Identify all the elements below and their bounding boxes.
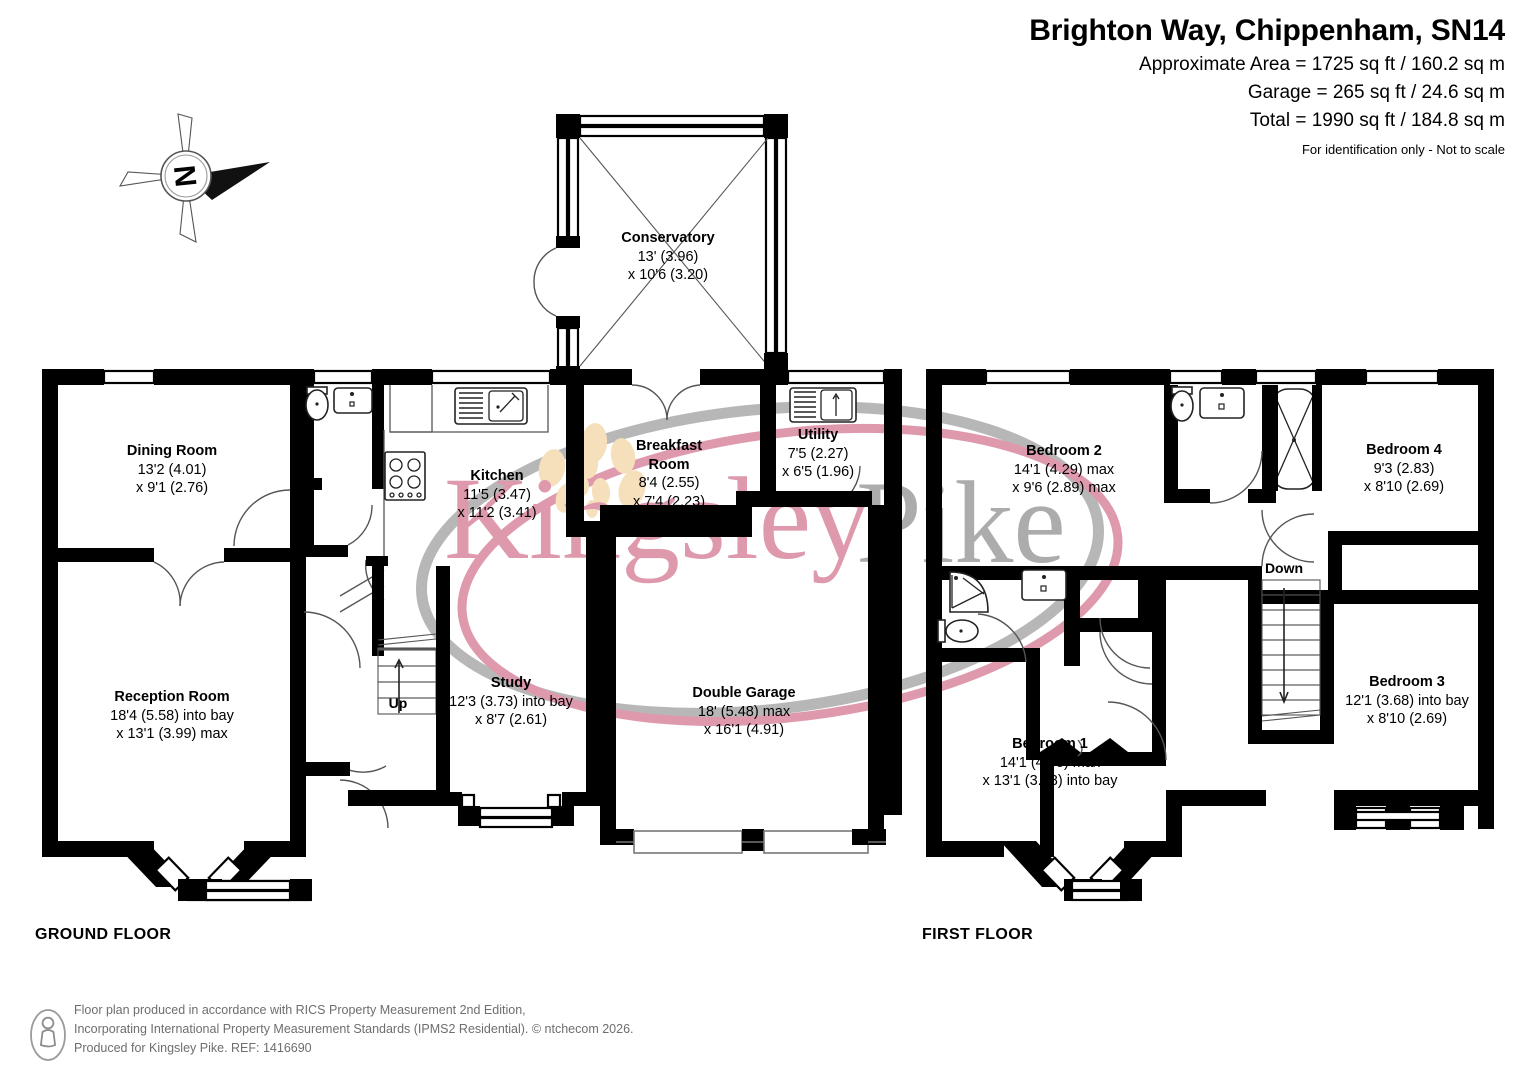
compass-north-letter: N <box>168 163 203 188</box>
room-dimension-1: 12'1 (3.68) into bay <box>1345 692 1469 709</box>
room-name: Conservatory <box>621 230 715 246</box>
double-garage <box>600 505 886 854</box>
approx-area-text: Approximate Area = 1725 sq ft / 160.2 sq… <box>1139 54 1505 75</box>
room-dimension-1: 13'2 (4.01) <box>137 461 207 478</box>
garage-area-text: Garage = 265 sq ft / 24.6 sq m <box>1247 82 1505 103</box>
room-dimension-1: 12'3 (3.73) into bay <box>449 693 573 710</box>
first-floor-caption: FIRST FLOOR <box>922 926 1034 943</box>
watermark-ring-grey <box>415 401 1105 719</box>
footer-line-1: Floor plan produced in accordance with R… <box>74 1003 526 1017</box>
ground-floor-caption: GROUND FLOOR <box>35 926 172 943</box>
room-label-utility: Utility 7'5 (2.27) x 6'5 (1.96) <box>782 426 854 482</box>
room-label-reception-room: Reception Room 18'4 (5.58) into bay x 13'1… <box>110 688 234 744</box>
room-dimension-2: x 10'6 (3.20) <box>627 267 709 284</box>
room-dimension-1: 9'3 (2.83) <box>1373 460 1435 477</box>
room-dimension-2: x 13'1 (3.99) max <box>116 726 228 743</box>
room-dimension-1: 11'5 (3.47) <box>463 486 531 503</box>
room-dimension-2: x 8'10 (2.69) <box>1363 479 1445 496</box>
room-dimension-1: 7'5 (2.27) <box>787 445 849 462</box>
room-dimension-2: x 9'6 (2.89) max <box>1012 480 1116 497</box>
footer-disclaimer: Floor plan produced in accordance with R… <box>74 1001 634 1057</box>
room-name: Bedroom 3 <box>1369 674 1445 690</box>
kitchen <box>339 385 549 656</box>
disclaimer-text: For identification only - Not to scale <box>1301 142 1505 157</box>
room-label-bedroom-2: Bedroom 2 14'1 (4.29) max x 9'6 (2.89) max <box>1012 442 1116 498</box>
room-label-double-garage: Double Garage 18' (5.48) max x 16'1 (4.91) <box>692 684 795 740</box>
room-name: Kitchen <box>470 468 524 484</box>
room-name: Bedroom 1 <box>1012 736 1088 752</box>
room-label-bedroom-4: Bedroom 4 9'3 (2.83) x 8'10 (2.69) <box>1364 441 1444 497</box>
room-label-dining-room: Dining Room 13'2 (4.01) x 9'1 (2.76) <box>127 442 217 498</box>
total-area-text: Total = 1990 sq ft / 184.8 sq m <box>1249 110 1505 131</box>
room-dimension-1: 13' (3.96) <box>637 248 699 265</box>
cloakroom <box>302 385 384 557</box>
room-name: Reception Room <box>114 689 230 705</box>
room-name: Dining Room <box>126 443 218 459</box>
person-badge-icon <box>30 1009 66 1061</box>
footer-line-2: Incorporating International Property Mea… <box>74 1021 634 1036</box>
room-dimension-1: 14'1 (4.29) max <box>1013 461 1115 478</box>
room-dimension-1: 14'1 (4.30) max <box>999 754 1101 771</box>
room-name: Utility <box>797 427 839 443</box>
page-title: Brighton Way, Chippenham, SN14 <box>1029 14 1505 47</box>
stair-direction-label-up: Up <box>388 695 408 711</box>
room-name: Study <box>490 675 532 691</box>
room-dimension-2: x 13'1 (3.98) into bay <box>982 773 1118 790</box>
compass-rose: N <box>118 113 270 243</box>
room-name: Bedroom 2 <box>1026 443 1102 459</box>
room-dimension-2: x 8'7 (2.61) <box>474 712 548 729</box>
room-dimension-1: 18' (5.48) max <box>697 703 791 720</box>
room-label-kitchen: Kitchen 11'5 (3.47) x 11'2 (3.41) <box>457 467 536 523</box>
room-dimension-1: 8'4 (2.55) <box>638 475 700 492</box>
room-dimension-2: x 11'2 (3.41) <box>457 505 537 522</box>
plan-header: Brighton Way, Chippenham, SN14 Approxima… <box>1029 14 1505 157</box>
study-stairs <box>306 537 600 829</box>
reception-bay-window <box>42 762 312 902</box>
room-dimension-2: x 7'4 (2.23) <box>632 493 706 510</box>
room-label-bedroom-1: Bedroom 1 14'1 (4.30) max x 13'1 (3.98) in… <box>983 735 1118 791</box>
room-label-bedroom-3: Bedroom 3 12'1 (3.68) into bay x 8'10 (2.6… <box>1345 673 1469 729</box>
room-name: Breakfast <box>635 438 703 454</box>
room-dimension-1: 18'4 (5.58) into bay <box>110 707 234 724</box>
room-label-conservatory: Conservatory 13' (3.96) x 10'6 (3.20) <box>621 229 714 285</box>
room-name-line2: Room <box>648 456 690 473</box>
first-floor-walls <box>926 369 1494 902</box>
room-dimension-2: x 9'1 (2.76) <box>135 480 209 497</box>
stair-direction-label-down: Down <box>1264 560 1304 576</box>
room-dimension-2: x 6'5 (1.96) <box>781 464 855 481</box>
room-dimension-2: x 16'1 (4.91) <box>703 722 785 739</box>
room-dimension-2: x 8'10 (2.69) <box>1366 711 1448 728</box>
footer-line-3: Produced for Kingsley Pike. REF: 1416690 <box>74 1040 312 1055</box>
room-name: Double Garage <box>692 685 796 701</box>
conservatory-structure <box>533 114 788 382</box>
room-label-study: Study 12'3 (3.73) into bay x 8'7 (2.61) <box>449 674 573 730</box>
room-name: Bedroom 4 <box>1366 442 1442 458</box>
